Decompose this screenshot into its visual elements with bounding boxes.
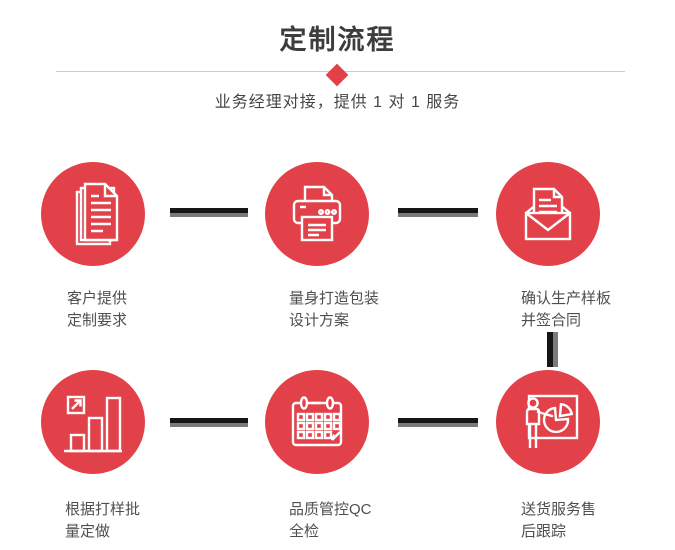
connector-row1-right [398,208,478,217]
connector-vertical [547,332,558,367]
step-label-1: 客户提供 定制要求 [67,288,197,332]
step-label-line: 品质管控QC [289,501,372,518]
subtitle: 业务经理对接，提供 1 对 1 服务 [214,94,461,111]
step-label-line: 后跟踪 [521,523,567,540]
diamond-marker [325,63,349,87]
step-circle-1 [41,162,145,266]
printer-icon [292,185,342,242]
step-label-line: 客户提供 [67,290,128,307]
step-label-line: 设计方案 [289,312,350,329]
connector-row2-left [170,418,248,427]
step-label-6: 送货服务售 后跟踪 [521,499,651,543]
step-circle-3 [496,162,600,266]
connector-row2-right [398,418,478,427]
step-label-line: 定制要求 [67,312,128,329]
step-label-line: 确认生产样板 [521,290,612,307]
step-label-line: 并签合同 [521,312,582,329]
step-label-line: 全检 [289,523,320,540]
step-label-3: 确认生产样板 并签合同 [521,288,651,332]
step-label-line: 量身打造包装 [289,290,380,307]
step-circle-2 [265,162,369,266]
step-label-line: 根据打样批 [65,501,141,518]
step-label-line: 送货服务售 [521,501,597,518]
documents-icon [75,182,119,246]
envelope-icon [524,187,572,241]
presentation-icon [525,394,579,448]
page-title: 定制流程 [279,25,396,55]
step-circle-4 [41,370,145,474]
step-label-2: 量身打造包装 设计方案 [289,288,419,332]
step-circle-6 [496,370,600,474]
step-label-4: 根据打样批 量定做 [65,499,195,543]
bar-chart-icon [64,395,122,453]
step-label-line: 量定做 [65,523,111,540]
calendar-icon [291,396,343,447]
step-circle-5 [265,370,369,474]
step-label-5: 品质管控QC 全检 [289,499,419,543]
connector-row1-left [170,208,248,217]
